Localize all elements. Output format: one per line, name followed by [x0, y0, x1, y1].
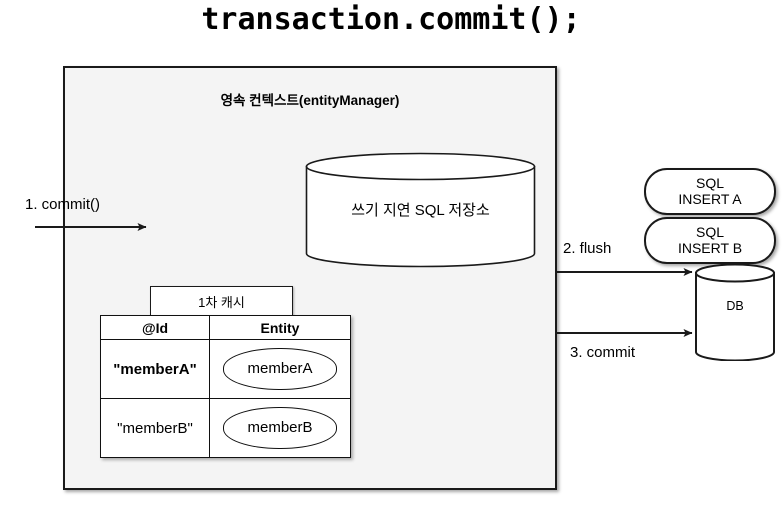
- table-header-row: @Id Entity: [100, 315, 351, 340]
- flow-label-commit-db: 3. commit: [570, 344, 636, 361]
- entity-ellipse: memberA: [223, 348, 337, 390]
- column-header-entity: Entity: [209, 315, 351, 340]
- cell-entity: memberB: [209, 398, 351, 458]
- entity-ellipse: memberB: [223, 407, 337, 449]
- sql-insert-b-box: SQL INSERT B: [644, 217, 776, 264]
- flow-label-commit: 1. commit(): [25, 196, 100, 213]
- first-level-cache-table: @Id Entity "memberA" memberA "memberB" m…: [100, 315, 351, 458]
- sql-store-cylinder-icon: [305, 152, 536, 268]
- page-title: transaction.commit();: [201, 2, 581, 37]
- first-level-cache-label: 1차 캐시: [198, 295, 245, 310]
- column-header-id: @Id: [100, 315, 210, 340]
- flow-label-flush: 2. flush: [563, 240, 612, 257]
- persistence-context-title: 영속 컨텍스트(entityManager): [220, 93, 400, 108]
- cell-id: "memberB": [100, 398, 210, 458]
- database-label: DB: [726, 299, 744, 313]
- sql-store-label: 쓰기 지연 SQL 저장소: [351, 202, 490, 219]
- table-row: "memberA" memberA: [100, 339, 351, 399]
- sql-insert-a-box: SQL INSERT A: [644, 168, 776, 215]
- cell-id: "memberA": [100, 339, 210, 399]
- database-cylinder-icon: [694, 264, 776, 361]
- table-row: "memberB" memberB: [100, 398, 351, 458]
- cell-entity: memberA: [209, 339, 351, 399]
